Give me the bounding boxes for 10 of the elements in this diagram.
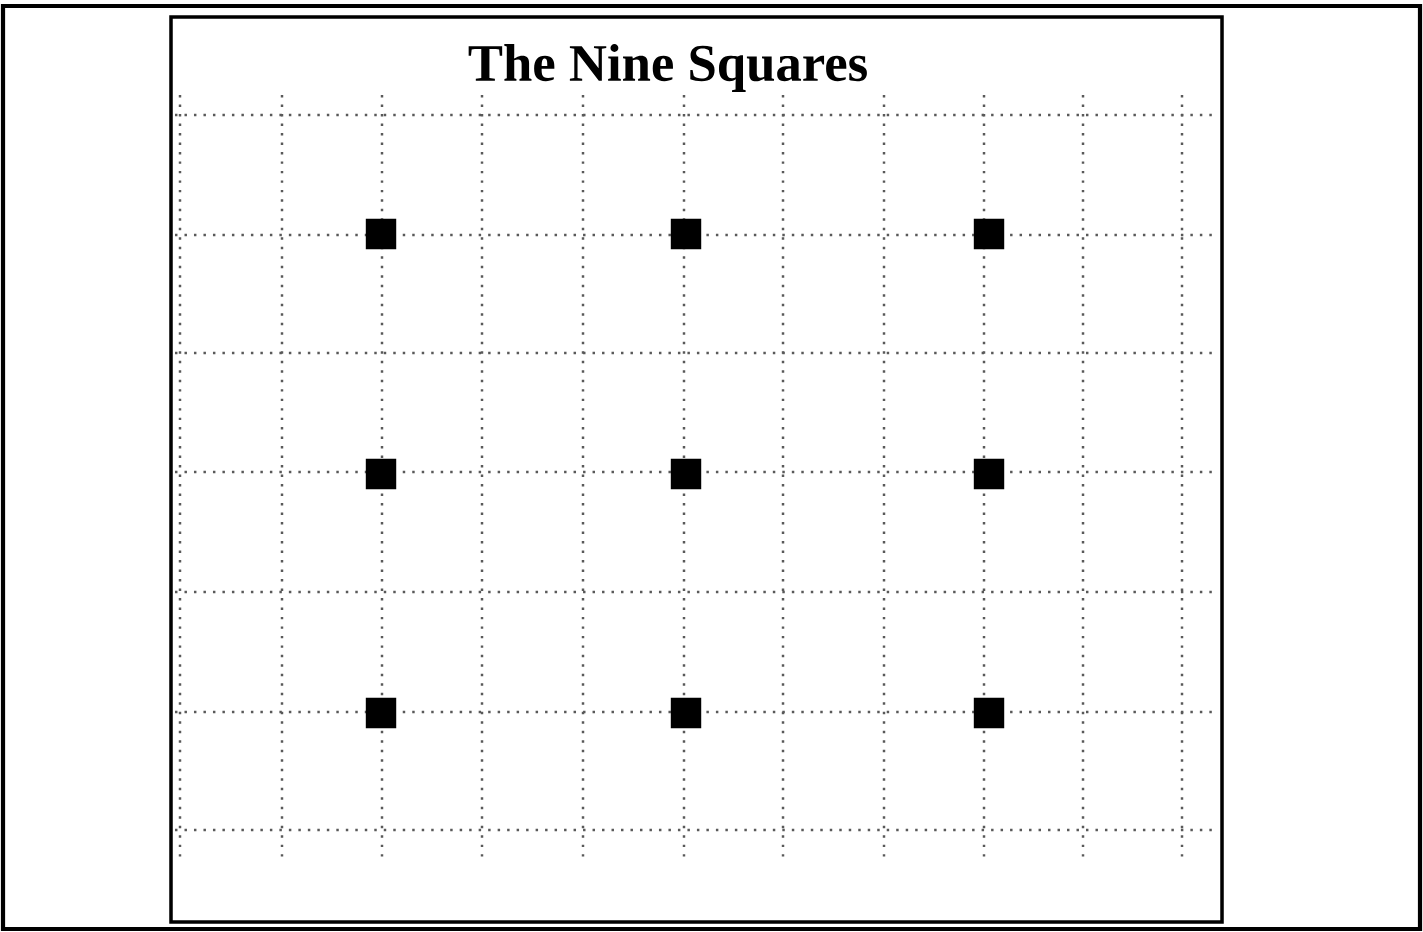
square — [973, 218, 1005, 250]
square — [670, 218, 702, 250]
square — [365, 218, 397, 250]
title: The Nine Squares — [468, 44, 867, 92]
square — [365, 697, 397, 729]
square — [973, 697, 1005, 729]
square — [973, 458, 1005, 490]
square — [670, 458, 702, 490]
square — [365, 458, 397, 490]
square — [670, 697, 702, 729]
